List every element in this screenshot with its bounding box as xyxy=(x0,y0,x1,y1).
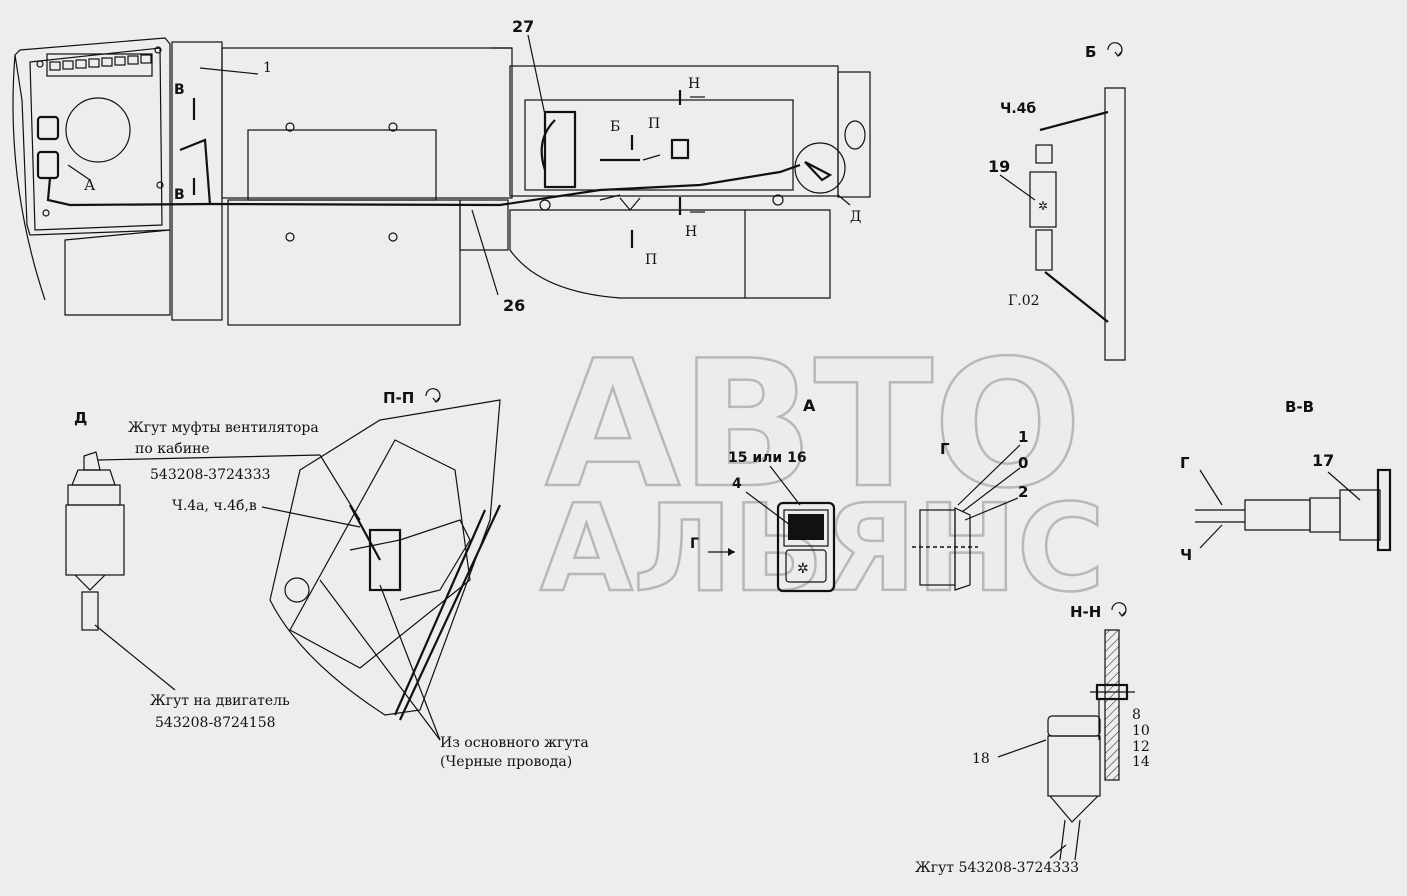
section-p-bottom: П xyxy=(645,252,657,268)
switch-fan xyxy=(36,150,60,180)
view-v-upper: В xyxy=(174,82,185,98)
view-b-detail: Б ✲ Ч.4б 19 Г.02 xyxy=(988,42,1126,361)
switch-upper xyxy=(36,115,60,141)
section-nn-detail: Н-Н 8 10 12 14 18 Жгут 543208-3724333 xyxy=(915,602,1150,876)
callout-12: 12 xyxy=(1132,739,1150,755)
section-markers xyxy=(192,90,705,248)
switch-position-1: 1 xyxy=(1018,428,1028,446)
section-p-top: П xyxy=(648,116,660,132)
label-ch4a: Ч.4а, ч.4б,в xyxy=(172,498,257,514)
view-g-marker-a: Г xyxy=(690,536,699,552)
svg-text:✲: ✲ xyxy=(1038,199,1048,213)
callout-26: 26 xyxy=(503,296,525,315)
label-fan-harness-line1: Жгут муфты вентилятора xyxy=(128,420,319,436)
callout-19: 19 xyxy=(988,157,1010,176)
section-pp-title: П-П xyxy=(383,389,414,407)
label-main-harness-line1: Из основного жгута xyxy=(440,735,589,751)
label-main-harness-line2: (Черные провода) xyxy=(440,754,572,770)
callout-18: 18 xyxy=(972,751,990,767)
label-g02: Г.02 xyxy=(1008,293,1040,309)
connector-grommet xyxy=(284,577,310,603)
main-harness-route xyxy=(46,163,801,207)
section-n-bottom: Н xyxy=(685,224,697,240)
section-pp-detail: П-П Из основного жгута (Черные провода) xyxy=(269,388,589,770)
section-nn-title: Н-Н xyxy=(1070,603,1101,621)
fan-icon: ✲ xyxy=(797,561,809,577)
callout-4: 4 xyxy=(732,476,742,492)
view-d-marker: Д xyxy=(850,209,861,225)
callout-15-or-16: 15 или 16 xyxy=(728,450,807,466)
label-harness-bottom: Жгут 543208-3724333 xyxy=(915,860,1079,876)
view-g-detail: Г 1 0 2 xyxy=(912,428,1028,591)
view-b-title: Б xyxy=(1085,43,1096,61)
cab-assembly xyxy=(12,37,871,326)
label-engine-harness-number: 543208-8724158 xyxy=(155,715,276,731)
component-27 xyxy=(543,110,577,189)
section-vv-title: В-В xyxy=(1285,398,1314,416)
label-ch4b: Ч.4б xyxy=(1000,101,1036,117)
fan-switch-face xyxy=(776,501,836,593)
switch-position-2: 2 xyxy=(1018,483,1028,501)
label-engine-harness: Жгут на двигатель xyxy=(150,693,290,709)
rotate-icon-nn xyxy=(1111,602,1127,617)
relay-block xyxy=(670,138,690,160)
watermark-line1: АВТО xyxy=(545,324,1082,527)
section-n-top: Н xyxy=(688,76,700,92)
callout-14: 14 xyxy=(1132,754,1150,770)
view-d-detail: Д Жгут муфты вентилятора по кабине 54320… xyxy=(65,409,361,731)
rotate-icon xyxy=(1107,42,1123,57)
label-fan-harness-line2: по кабине xyxy=(135,441,210,457)
view-v-lower: В xyxy=(174,187,185,203)
callout-10: 10 xyxy=(1132,723,1150,739)
view-a-detail: А 15 или 16 4 ✲ Г xyxy=(690,396,836,593)
view-b-marker: Б xyxy=(610,119,620,135)
section-vv-detail: В-В 17 Г Ч xyxy=(1180,398,1392,564)
view-g-marker-vv: Г xyxy=(1180,454,1190,472)
view-a-marker: А xyxy=(84,176,96,194)
view-d-title: Д xyxy=(74,409,87,427)
panel-indicators xyxy=(49,54,152,71)
callout-1: 1 xyxy=(263,60,272,76)
view-ch-marker: Ч xyxy=(1180,546,1192,564)
view-a-title: А xyxy=(803,396,816,415)
switch-position-0: 0 xyxy=(1018,454,1028,472)
callout-27: 27 xyxy=(512,17,534,36)
callout-17: 17 xyxy=(1312,451,1334,470)
rotate-icon-pp xyxy=(425,388,441,403)
gauge-dial xyxy=(65,97,131,163)
label-fan-harness-number: 543208-3724333 xyxy=(150,467,271,483)
view-g-title: Г xyxy=(940,440,950,458)
callout-8: 8 xyxy=(1132,707,1141,723)
